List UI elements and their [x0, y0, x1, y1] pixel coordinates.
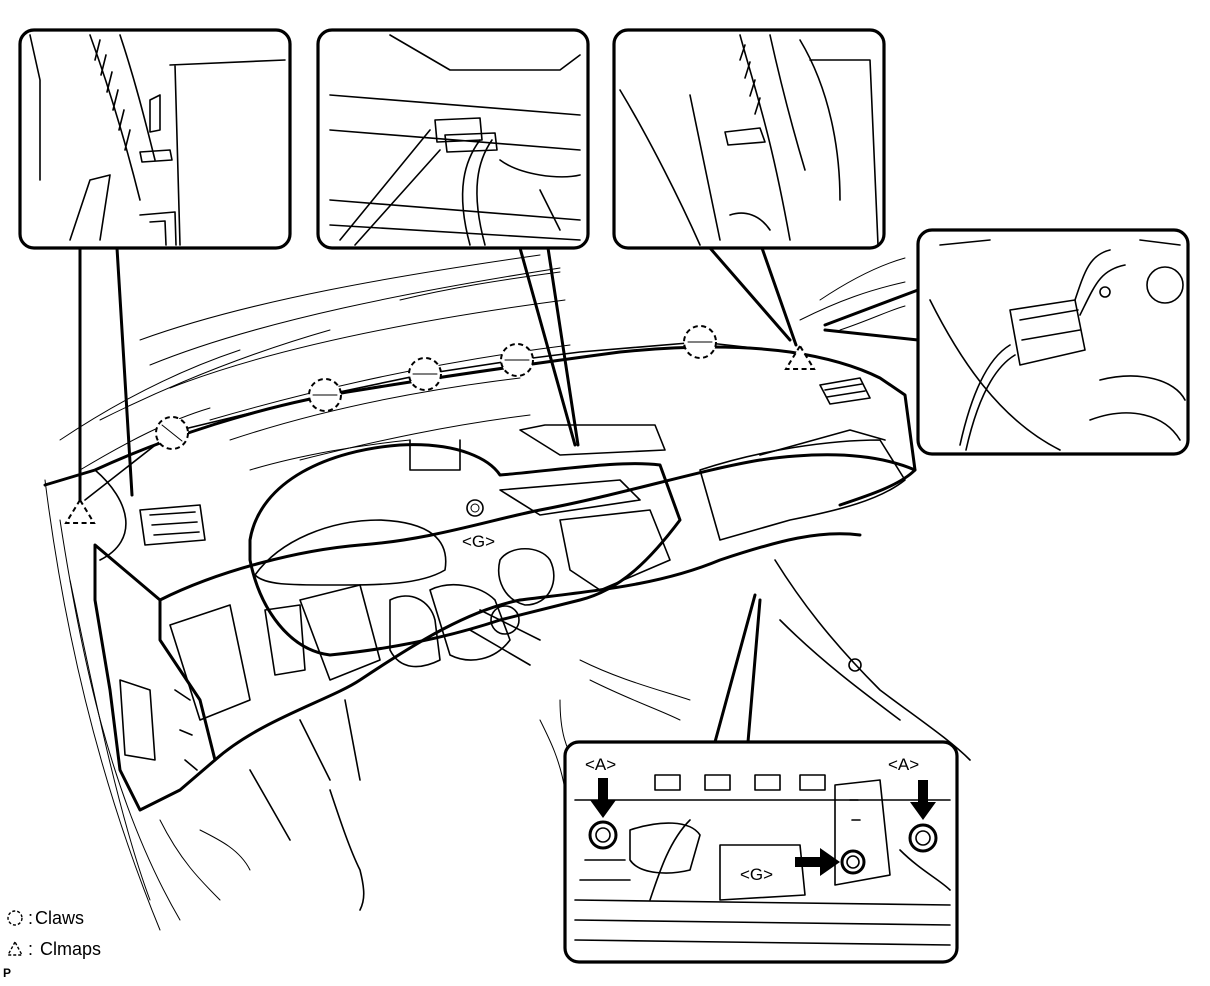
claw-symbol-icon	[7, 910, 23, 926]
right-glovebox	[699, 377, 971, 761]
callout-leaders	[78, 246, 920, 744]
legend-claws-label: Claws	[35, 907, 85, 928]
left-pillar-lines	[44, 479, 251, 931]
steering-column-shroud	[254, 519, 447, 586]
arrow-right-g	[795, 848, 840, 876]
dashboard-lower-trim	[213, 532, 862, 762]
label-g-main: <G>	[462, 532, 495, 551]
clamps	[64, 344, 816, 524]
callout-top-right	[612, 28, 886, 250]
leader-4	[823, 288, 920, 342]
bolt-a-left	[588, 820, 618, 850]
steering-column	[249, 584, 541, 911]
legend-clamps-label: Clmaps	[40, 938, 102, 959]
legend-claws: :Claws	[4, 907, 84, 929]
legend-clamps: : Clmaps	[4, 938, 101, 960]
callout-top-left	[18, 28, 292, 250]
clamp-symbol-icon	[6, 940, 24, 956]
bolt-g-main	[466, 499, 484, 517]
claw-line	[84, 341, 791, 501]
bolt-g-inset	[840, 849, 866, 875]
leader-2	[518, 246, 580, 447]
label-a-right: <A>	[888, 755, 919, 774]
clamp-marker	[64, 498, 96, 524]
left-panel-openings	[119, 504, 381, 771]
arrow-down-left	[590, 778, 616, 818]
callout-right	[916, 228, 1190, 456]
label-g-inset: <G>	[740, 865, 773, 884]
dashboard-assembly	[43, 254, 971, 931]
leader-1	[78, 246, 134, 502]
leader-5	[713, 593, 762, 744]
claws	[155, 325, 717, 450]
page-reference: P	[3, 966, 12, 980]
clamp-marker	[784, 344, 816, 370]
label-a-left: <A>	[585, 755, 616, 774]
windshield-lines	[59, 254, 906, 471]
callout-bottom: <A> <A> <G>	[563, 740, 959, 964]
leader-3	[708, 246, 798, 347]
arrow-down-right	[910, 780, 936, 820]
dashboard-front-face	[93, 543, 217, 812]
bolt-a-right	[908, 823, 938, 853]
dashboard-upper-edge	[94, 469, 127, 561]
dashboard-lower-edge	[158, 453, 917, 602]
callout-top-center	[316, 28, 590, 250]
center-opening	[248, 443, 682, 657]
